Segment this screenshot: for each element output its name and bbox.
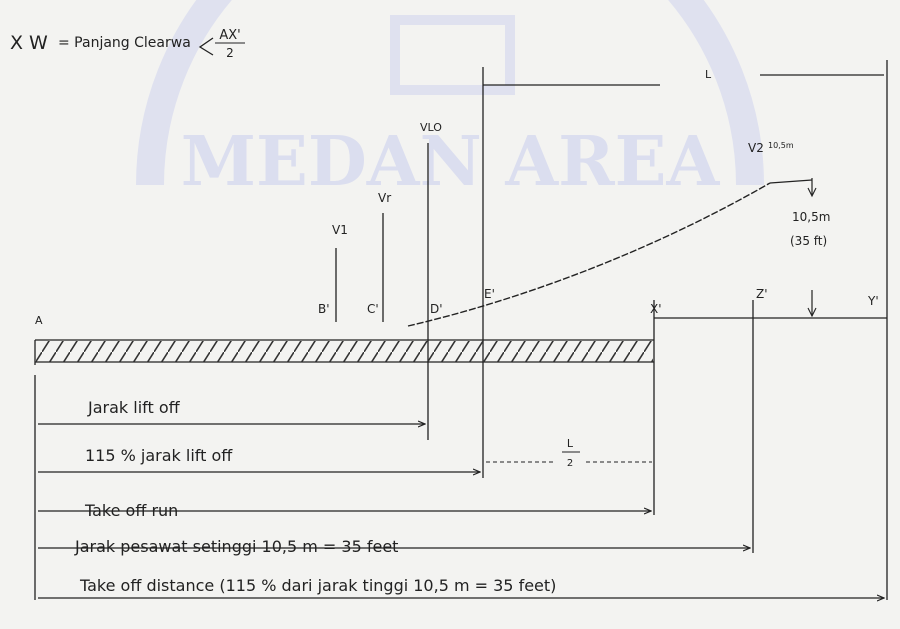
dim-115-lift-off-label: 115 % jarak lift off bbox=[85, 446, 233, 465]
v2-label: V2 bbox=[748, 141, 764, 155]
height-label-2: (35 ft) bbox=[790, 234, 827, 248]
watermark-arc bbox=[136, 0, 764, 186]
v2-reference-line bbox=[769, 179, 813, 184]
dim-lift-off-label: Jarak lift off bbox=[87, 398, 181, 417]
point-c-label: C' bbox=[367, 302, 379, 316]
less-than-icon bbox=[198, 37, 214, 56]
dim-35ft-label: Jarak pesawat setinggi 10,5 m = 35 feet bbox=[74, 537, 398, 556]
height-label-1: 10,5m bbox=[792, 210, 830, 224]
half-l-denominator: 2 bbox=[567, 458, 573, 469]
point-y-label: Y' bbox=[867, 294, 879, 308]
height-arrowhead-top bbox=[807, 187, 817, 198]
half-l-numerator: L bbox=[567, 437, 574, 450]
point-a-label: A bbox=[35, 314, 43, 327]
vlo-label: VLO bbox=[420, 121, 442, 134]
header-prefix: X W bbox=[10, 32, 48, 54]
v1-label: V1 bbox=[332, 223, 348, 237]
watermark-logo: MEDAN AREA bbox=[136, 0, 764, 202]
v2-note: 10,5m bbox=[768, 141, 794, 150]
point-z-label: Z' bbox=[756, 287, 768, 301]
watermark-book-icon bbox=[390, 15, 515, 95]
height-arrowhead-bottom bbox=[807, 307, 817, 318]
dim-take-off-distance-label: Take off distance (115 % dari jarak ting… bbox=[79, 576, 556, 595]
header-fraction-top: AX' bbox=[219, 28, 240, 43]
point-x-label: X' bbox=[650, 302, 662, 316]
header-text: = Panjang Clearwa bbox=[58, 35, 191, 51]
point-b-label: B' bbox=[318, 302, 330, 316]
point-d-label: D' bbox=[430, 302, 443, 316]
watermark-text: MEDAN AREA bbox=[181, 122, 721, 202]
header-fraction-bottom: 2 bbox=[226, 46, 234, 60]
runway-hatching bbox=[36, 341, 653, 362]
vr-label: Vr bbox=[378, 191, 391, 205]
top-dimension-label: L bbox=[705, 68, 712, 81]
point-e-label: E' bbox=[484, 287, 495, 301]
climb-trajectory bbox=[407, 182, 771, 327]
